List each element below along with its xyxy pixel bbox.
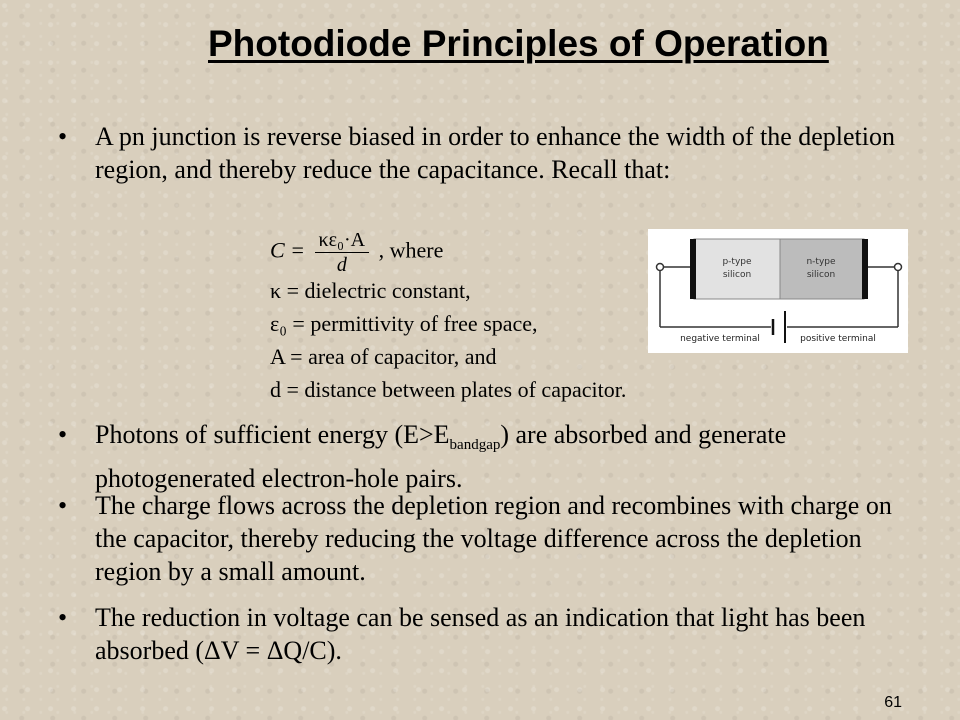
- p-type-region: [693, 238, 781, 300]
- slide-title: Photodiode Principles of Operation: [208, 23, 829, 64]
- right-electrode: [862, 239, 868, 299]
- left-terminal-node: [655, 262, 665, 272]
- n-type-region: [779, 238, 865, 300]
- n-label-2: silicon: [807, 270, 835, 280]
- pn-junction-diagram: p-type silicon n-type silicon negative t…: [648, 229, 908, 353]
- bullet-text-post: ) are absorbed and generate photogenerat…: [95, 420, 787, 493]
- capacitance-formula: C = κε₀·A d , where: [270, 228, 443, 277]
- positive-terminal-label: positive terminal: [800, 334, 876, 344]
- bullet-text: A pn junction is reverse biased in order…: [95, 122, 895, 184]
- distance-definition: d = distance between plates of capacitor…: [270, 377, 627, 402]
- bullet-text: The reduction in voltage can be sensed a…: [95, 603, 866, 665]
- formula-fraction: κε₀·A d: [314, 228, 370, 277]
- bullet-text: Photons of sufficient energy (E>Ebandgap…: [95, 418, 895, 495]
- bullet-dot: •: [58, 491, 68, 520]
- bandgap-subscript: bandgap: [449, 437, 501, 453]
- bullet-dot: •: [58, 420, 68, 449]
- formula-lhs: C =: [270, 237, 306, 263]
- formula-numerator: κε₀·A: [314, 228, 370, 253]
- formula-denominator: d: [336, 254, 347, 276]
- left-electrode: [690, 239, 696, 299]
- page-number: 61: [884, 694, 902, 711]
- p-label-1: p-type: [722, 257, 752, 267]
- negative-terminal-label: negative terminal: [680, 334, 760, 344]
- n-label-1: n-type: [806, 257, 836, 267]
- area-definition: A = area of capacitor, and: [270, 344, 497, 369]
- epsilon-definition: ε₀ = permittivity of free space,: [270, 311, 538, 336]
- formula-where: , where: [378, 237, 444, 263]
- p-label-2: silicon: [723, 270, 751, 280]
- bullet-text-pre: Photons of sufficient energy (E>E: [95, 420, 450, 449]
- bullet-dot: •: [58, 603, 68, 632]
- kappa-definition: κ = dielectric constant,: [270, 278, 471, 303]
- bullet-dot: •: [58, 122, 68, 151]
- pn-junction-svg: p-type silicon n-type silicon negative t…: [655, 238, 903, 344]
- right-terminal-node: [893, 262, 903, 272]
- bullet-text: The charge flows across the depletion re…: [95, 491, 892, 586]
